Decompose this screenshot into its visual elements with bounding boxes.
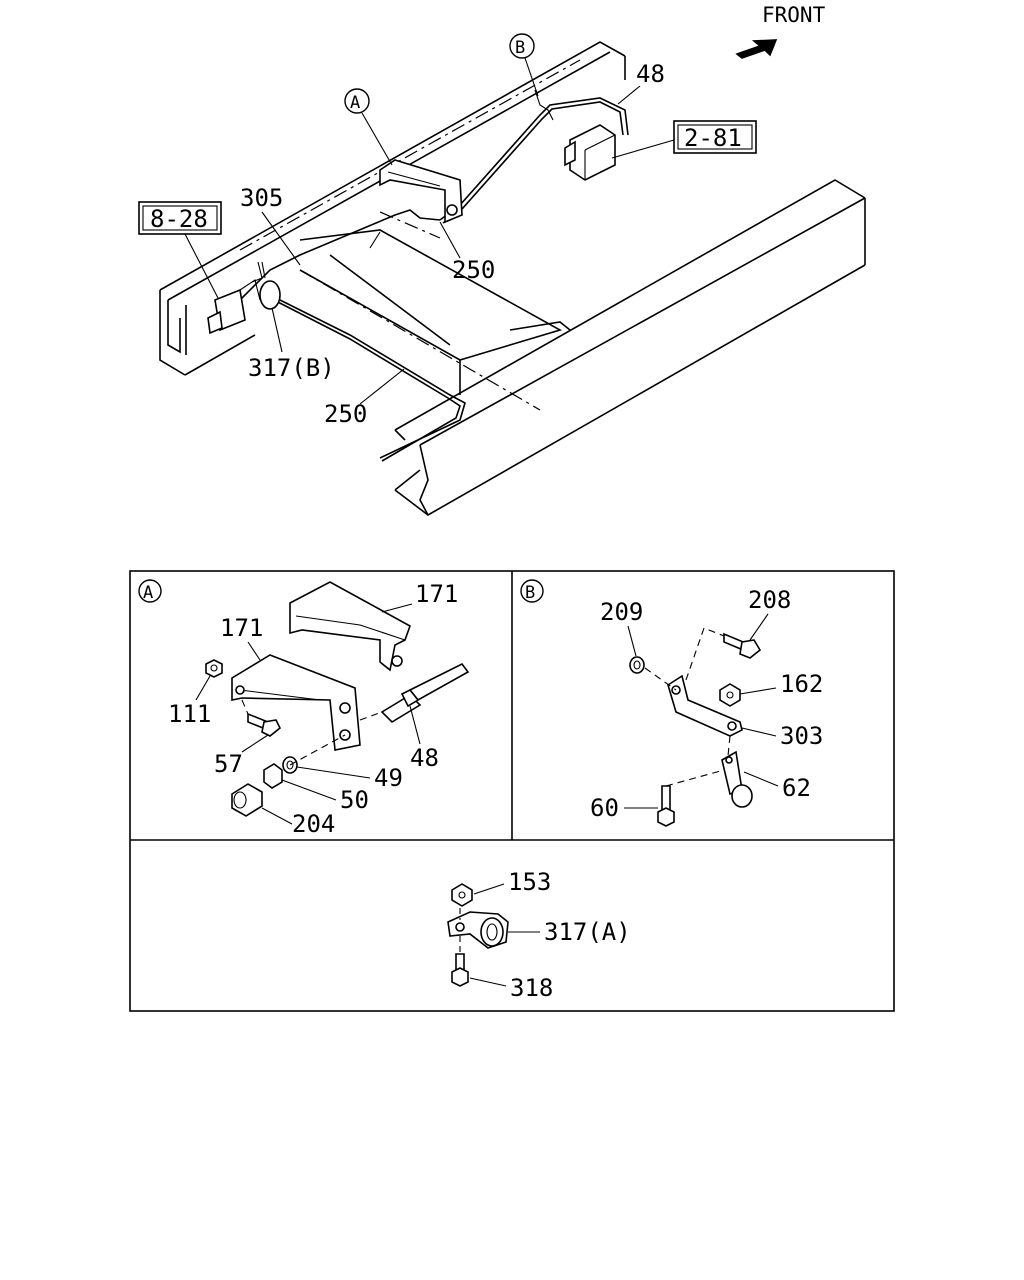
washer-209-icon bbox=[629, 656, 645, 674]
valve-8-28 bbox=[207, 279, 261, 335]
panel-a-label-57: 57 bbox=[214, 750, 243, 778]
label-317b: 317(B) bbox=[248, 354, 335, 382]
main-illustration bbox=[159, 41, 866, 516]
pipe-250-bottom bbox=[269, 294, 466, 459]
bracket-171-lower bbox=[231, 654, 361, 751]
panel-b-tag: B bbox=[525, 583, 535, 603]
panel-a-label-111: 111 bbox=[168, 700, 211, 728]
panel-b-label-303: 303 bbox=[780, 722, 823, 750]
clip-317b bbox=[251, 261, 281, 310]
panel-a-label-171-left: 171 bbox=[220, 614, 263, 642]
circle-a-text: A bbox=[350, 93, 360, 113]
label-305: 305 bbox=[240, 184, 283, 212]
panel-a-label-48: 48 bbox=[410, 744, 439, 772]
module-2-81 bbox=[564, 124, 616, 181]
cross-member bbox=[299, 229, 571, 395]
front-indicator: FRONT bbox=[735, 3, 826, 59]
panel-a-label-204: 204 bbox=[292, 810, 335, 838]
ref-2-81-text: 2-81 bbox=[684, 124, 742, 152]
callout-a-main: A bbox=[344, 88, 393, 166]
panel-b-label-162: 162 bbox=[780, 670, 823, 698]
nut-162-icon bbox=[719, 683, 741, 707]
front-arrow-icon bbox=[735, 39, 778, 59]
label-48-main: 48 bbox=[636, 60, 665, 88]
label-250-top: 250 bbox=[452, 256, 495, 284]
detail-panels-frame bbox=[129, 570, 895, 1012]
ref-8-28-text: 8-28 bbox=[150, 205, 208, 233]
panel-b-label-208: 208 bbox=[748, 586, 791, 614]
right-frame-rail bbox=[394, 179, 866, 516]
ref-box-2-81[interactable]: 2-81 bbox=[611, 120, 757, 159]
clip-62-icon bbox=[721, 750, 753, 808]
bracket-a-assembly bbox=[379, 159, 463, 224]
panel-a: A bbox=[138, 579, 470, 838]
pipe-250-top bbox=[239, 209, 441, 301]
bolt-60-icon bbox=[657, 785, 675, 827]
panel-b: B bbox=[520, 579, 823, 827]
bolt-318-icon bbox=[451, 953, 469, 987]
bolt-208-icon bbox=[723, 632, 762, 659]
ref-box-8-28[interactable]: 8-28 bbox=[138, 201, 222, 299]
panel-c-label-317a: 317(A) bbox=[544, 918, 631, 946]
clamp-317a-icon bbox=[447, 911, 509, 949]
panel-a-tag: A bbox=[143, 583, 153, 603]
panel-a-label-171-top: 171 bbox=[415, 580, 458, 608]
nut-153-icon bbox=[451, 883, 473, 907]
nut-50-icon bbox=[263, 763, 283, 789]
bracket-171-upper bbox=[289, 581, 411, 672]
front-label: FRONT bbox=[762, 3, 826, 27]
circle-b-text: B bbox=[515, 38, 525, 58]
panel-b-label-62: 62 bbox=[782, 774, 811, 802]
panel-a-label-50: 50 bbox=[340, 786, 369, 814]
panel-b-label-209: 209 bbox=[600, 598, 643, 626]
panel-c-label-153: 153 bbox=[508, 868, 551, 896]
fitting-48-icon bbox=[380, 662, 470, 724]
nut-111-icon bbox=[205, 659, 223, 678]
callout-b-main: B bbox=[509, 33, 539, 97]
panel-c-label-318: 318 bbox=[510, 974, 553, 1002]
label-250-bottom: 250 bbox=[324, 400, 367, 428]
panel-b-label-60: 60 bbox=[590, 794, 619, 822]
panel-a-label-49: 49 bbox=[374, 764, 403, 792]
panel-c: 153 317(A) 318 bbox=[447, 868, 631, 1002]
bolt-57-icon bbox=[247, 712, 282, 737]
cap-204-icon bbox=[231, 783, 263, 817]
